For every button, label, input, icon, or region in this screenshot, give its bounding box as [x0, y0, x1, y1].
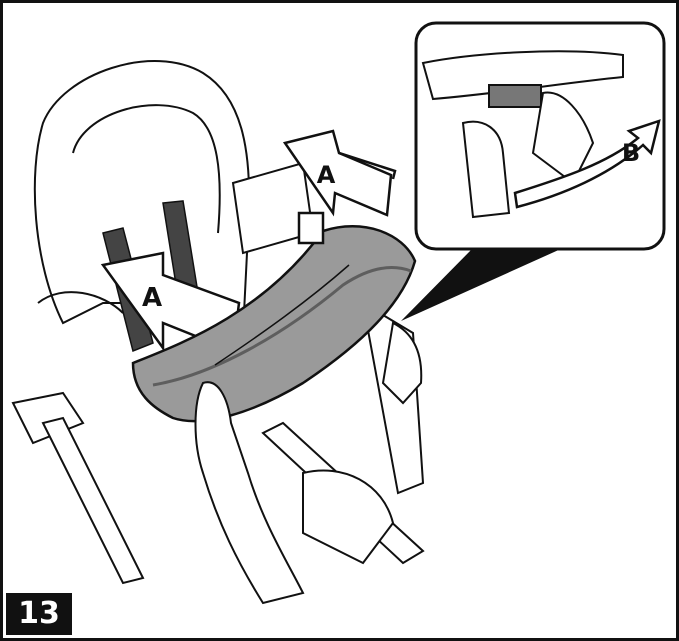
callout-pointer	[401, 248, 563, 321]
illustration	[3, 3, 679, 641]
step-number-badge: 13	[6, 593, 72, 635]
detail-inset	[416, 23, 664, 249]
arrow-a-upper-label: A	[311, 161, 341, 189]
arrow-b-label: B	[615, 139, 647, 167]
arrow-a-lower-label: A	[135, 283, 169, 313]
